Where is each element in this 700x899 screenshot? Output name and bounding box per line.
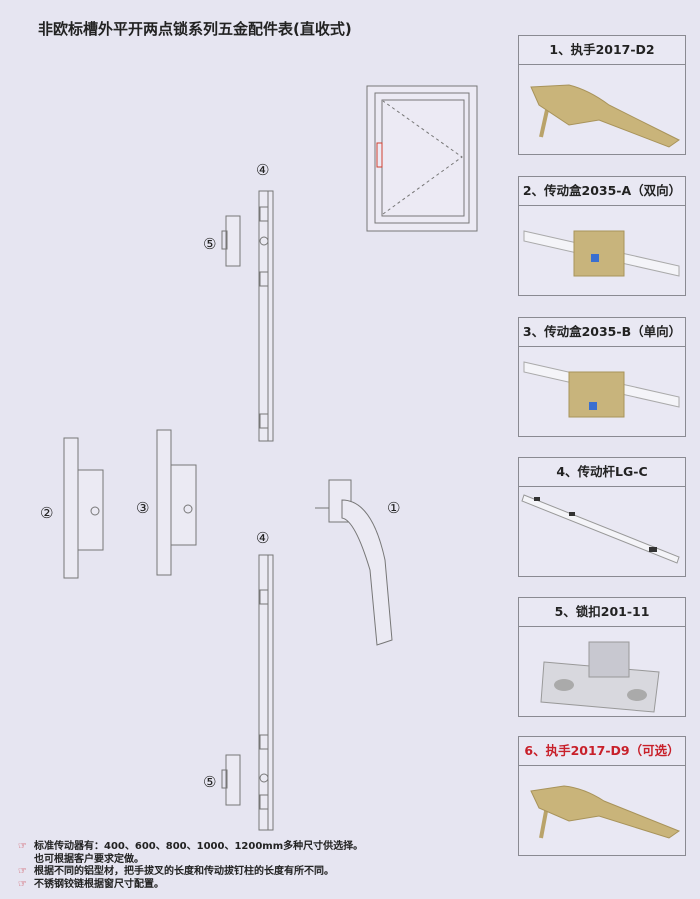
label-2: ② — [40, 504, 53, 522]
label-4-top: ④ — [256, 161, 269, 179]
hand-pointer-icon: ☞ — [18, 866, 27, 877]
drive-rod-image — [521, 494, 680, 564]
part-card-handle-d2: 1、执手2017-D2 — [518, 35, 686, 155]
part-title: 2、传动盒2035-A（双向） — [519, 177, 685, 206]
note-item: ☞标准传动器有：400、600、800、1000、1200mm多种尺寸供选择。也… — [18, 841, 364, 865]
gearbox-3 — [156, 429, 197, 576]
label-5-bottom: ⑤ — [203, 773, 216, 791]
part-title: 3、传动盒2035-B（单向） — [519, 318, 685, 347]
part-title: 4、传动杆LG-C — [519, 458, 685, 487]
window-icon — [366, 85, 478, 232]
keeper-top — [221, 215, 241, 267]
part-card-drive-rod: 4、传动杆LG-C — [518, 457, 686, 577]
label-4-bottom: ④ — [256, 529, 269, 547]
label-5-top: ⑤ — [203, 235, 216, 253]
label-3: ③ — [136, 499, 149, 517]
label-1: ① — [387, 499, 400, 517]
note-item: ☞根据不同的铝型材，把手拔叉的长度和传动拔钉柱的长度有所不同。 — [18, 866, 334, 877]
part-card-gearbox-a: 2、传动盒2035-A（双向） — [518, 176, 686, 296]
gearbox-a-image — [523, 230, 680, 277]
part-card-gearbox-b: 3、传动盒2035-B（单向） — [518, 317, 686, 437]
part-card-keeper: 5、锁扣201-11 — [518, 597, 686, 717]
drive-rod-bottom — [258, 554, 274, 831]
assembly-diagram: ④ ⑤ ④ ⑤ ② ③ ① — [40, 85, 478, 831]
handle-gold-image — [530, 84, 680, 148]
handle-diagram — [315, 479, 393, 646]
part-title: 5、锁扣201-11 — [519, 598, 685, 627]
part-title: 1、执手2017-D2 — [519, 36, 685, 65]
gearbox-b-image — [523, 361, 680, 418]
keeper-bottom — [221, 754, 241, 806]
note-item: ☞不锈钢铰链根据窗尺寸配置。 — [18, 878, 164, 890]
drive-rod-top — [258, 190, 274, 442]
hand-pointer-icon: ☞ — [18, 878, 27, 890]
notes: ☞标准传动器有：400、600、800、1000、1200mm多种尺寸供选择。也… — [18, 841, 364, 891]
hand-pointer-icon: ☞ — [18, 841, 27, 852]
part-card-handle-d9: 6、执手2017-D9（可选） — [518, 736, 686, 856]
page-title: 非欧标槽外平开两点锁系列五金配件表(直收式) — [38, 20, 352, 38]
gearbox-2 — [63, 437, 104, 579]
handle-d9-image — [530, 785, 681, 839]
keeper-image — [540, 641, 660, 713]
part-title-optional: 6、执手2017-D9（可选） — [519, 737, 685, 766]
